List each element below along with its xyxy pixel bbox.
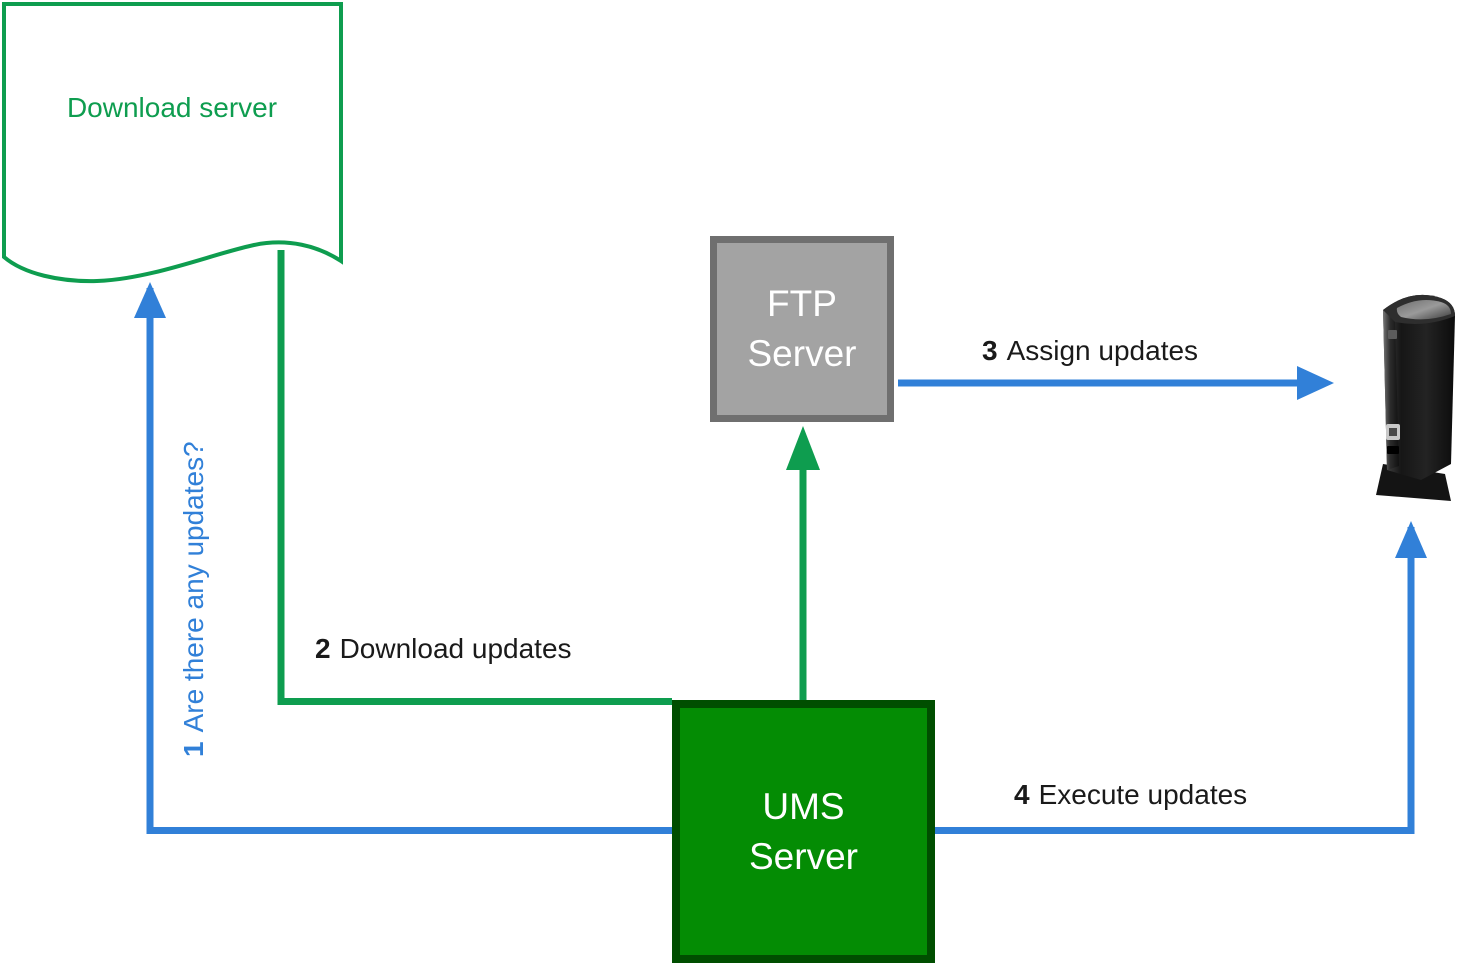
device-logo-badge (1388, 330, 1397, 339)
arrowhead-execute-up-icon (1395, 521, 1427, 558)
step-4-text: Execute updates (1038, 779, 1248, 810)
step-2-text: Download updates (339, 633, 572, 664)
step-3-label: 3 Assign updates (982, 335, 1198, 367)
step-3-text: Assign updates (1006, 335, 1199, 366)
ums-server-label: UMS Server (749, 785, 858, 877)
step-1-text: Are there any updates? (178, 441, 209, 733)
download-server-label: Download server (66, 92, 278, 123)
step-2-number: 2 (315, 633, 331, 664)
ftp-server-label: FTP Server (747, 283, 857, 374)
step-1-number: 1 (178, 741, 209, 757)
ums-server-node: UMS Server (672, 700, 935, 963)
arrowhead-poll-up-icon (134, 282, 166, 318)
thin-client-device (1363, 286, 1465, 508)
ftp-server-node: FTP Server (710, 236, 894, 422)
step-2-label: 2 Download updates (315, 633, 572, 665)
download-server-node: Download server (0, 0, 348, 296)
connector-download (277, 250, 672, 705)
arrowhead-assign-right-icon (1297, 366, 1334, 400)
device-body (1383, 294, 1455, 480)
step-1-label: 1 Are there any updates? (178, 371, 210, 757)
step-4-number: 4 (1014, 779, 1030, 810)
arrowhead-ftp-up-icon (786, 426, 820, 470)
document-shape-icon (2, 2, 343, 284)
step-3-number: 3 (982, 335, 998, 366)
step-4-label: 4 Execute updates (1014, 779, 1247, 811)
thin-client-device-icon (1376, 294, 1455, 501)
